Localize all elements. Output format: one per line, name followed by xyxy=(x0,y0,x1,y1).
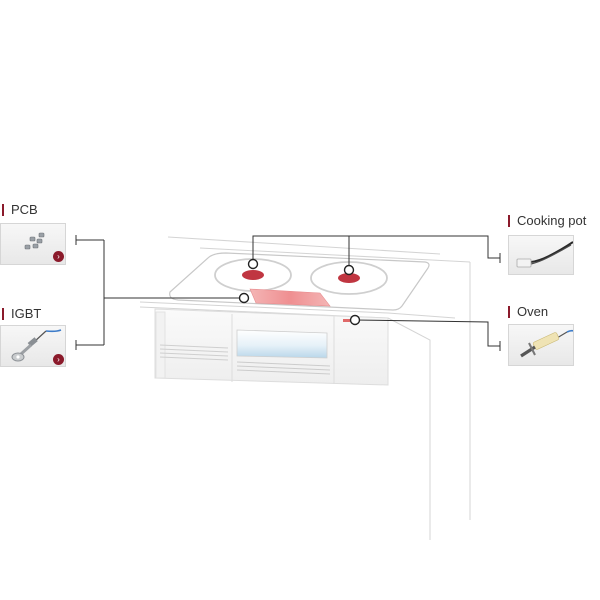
cooking-pot-sensor-icon xyxy=(516,241,573,268)
chevron-right-icon: › xyxy=(57,252,60,261)
right-burner-sensor xyxy=(338,273,360,283)
left-grille xyxy=(159,344,229,361)
chevron-right-icon: › xyxy=(57,355,60,364)
oven-sensor-mark xyxy=(343,319,350,322)
cooking-pot-label: Cooking pot xyxy=(508,214,586,228)
oven-thumbnail[interactable] xyxy=(508,324,574,366)
left-burner-sensor xyxy=(242,270,264,280)
point-control-zone xyxy=(238,292,250,304)
control-zone xyxy=(249,288,331,307)
oven-sensor-icon xyxy=(520,329,573,358)
connector-lines xyxy=(75,235,501,351)
connector-points xyxy=(238,258,361,326)
cooktop-surface xyxy=(169,252,430,311)
oven-handle xyxy=(236,361,331,375)
cabinet-front xyxy=(154,308,389,386)
igbt-more-button[interactable]: › xyxy=(53,354,64,365)
point-right-burner xyxy=(343,264,355,276)
pcb-more-button[interactable]: › xyxy=(53,251,64,262)
igbt-sensor-icon xyxy=(11,329,62,362)
point-oven xyxy=(349,314,361,326)
pcb-label: PCB xyxy=(2,203,38,217)
oven-label: Oven xyxy=(508,305,548,319)
point-left-burner xyxy=(247,258,259,270)
igbt-label: IGBT xyxy=(2,307,41,321)
cooking-pot-thumbnail[interactable] xyxy=(508,235,574,275)
oven-window xyxy=(236,329,328,359)
pcb-sensor-icon xyxy=(24,232,45,250)
